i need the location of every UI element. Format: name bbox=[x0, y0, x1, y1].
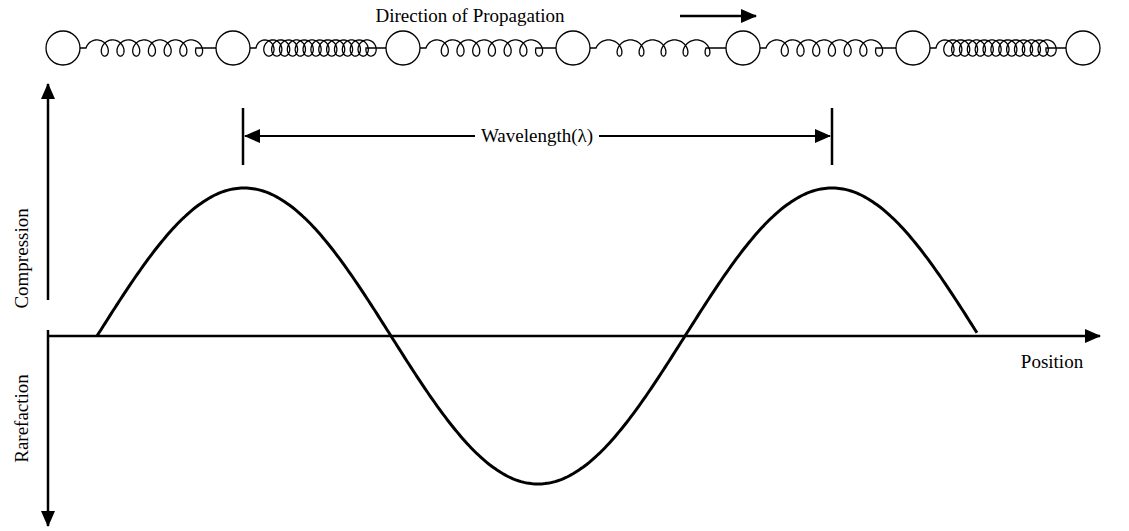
mass-ball bbox=[726, 31, 760, 65]
spring bbox=[420, 40, 556, 56]
wavelength-label: Wavelength(λ) bbox=[475, 126, 599, 147]
mass-ball bbox=[46, 31, 80, 65]
axis-label: Rarefaction bbox=[12, 374, 33, 463]
spring bbox=[760, 40, 896, 56]
direction-label: Direction of Propagation bbox=[376, 6, 565, 27]
spring bbox=[930, 40, 1066, 56]
bracket-arrow bbox=[245, 135, 300, 137]
mass-ball bbox=[386, 31, 420, 65]
mass-ball bbox=[896, 31, 930, 65]
axis-arrow bbox=[47, 335, 1100, 338]
bracket-tick bbox=[242, 108, 245, 165]
axis-arrow bbox=[47, 84, 50, 300]
bracket-tick bbox=[831, 108, 834, 165]
axis-label: Compression bbox=[12, 208, 33, 308]
axis-arrow bbox=[47, 330, 50, 526]
spring-chain bbox=[46, 31, 1100, 65]
direction-arrow bbox=[680, 15, 756, 18]
sine-curve bbox=[97, 188, 977, 484]
bracket-arrow bbox=[775, 135, 830, 137]
mass-ball bbox=[1066, 31, 1100, 65]
spring bbox=[250, 40, 386, 56]
spring bbox=[590, 40, 726, 56]
spring bbox=[80, 40, 216, 56]
mass-ball bbox=[556, 31, 590, 65]
mass-ball bbox=[216, 31, 250, 65]
axis-label: Position bbox=[1021, 352, 1083, 373]
